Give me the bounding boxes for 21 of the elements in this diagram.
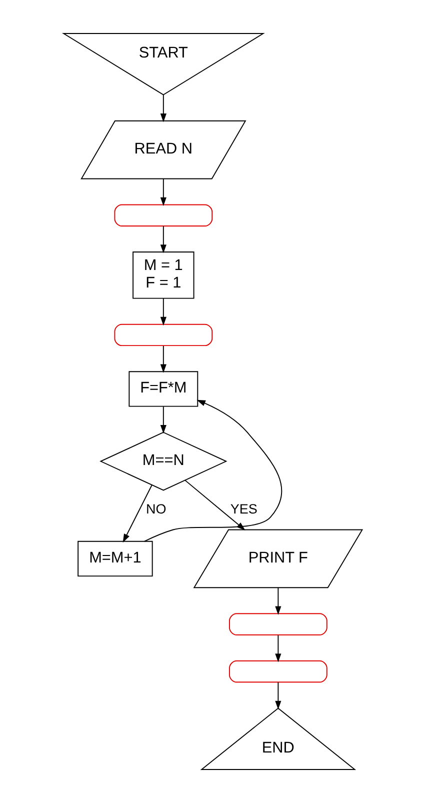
arrow [160,226,166,254]
arrow [160,345,166,373]
edge-label: NO [146,502,166,517]
node-box: M = 1 F = 1 [132,252,194,299]
arrow [274,682,281,710]
node-brace [228,660,327,683]
edge-label: YES [230,502,257,517]
node-brace [114,204,212,226]
node-box: M=M+1 [77,540,152,577]
arrow [160,94,166,122]
arrow [274,587,281,615]
node-diamond: M==N [99,432,227,491]
node-box: F=F*M [128,371,198,407]
arrow [160,406,166,434]
node-brace [228,613,327,636]
arrow [144,400,282,542]
node-brace [114,324,212,346]
arrow [122,484,152,543]
arrow [274,634,281,662]
arrow [160,298,166,326]
arrow [160,178,166,206]
